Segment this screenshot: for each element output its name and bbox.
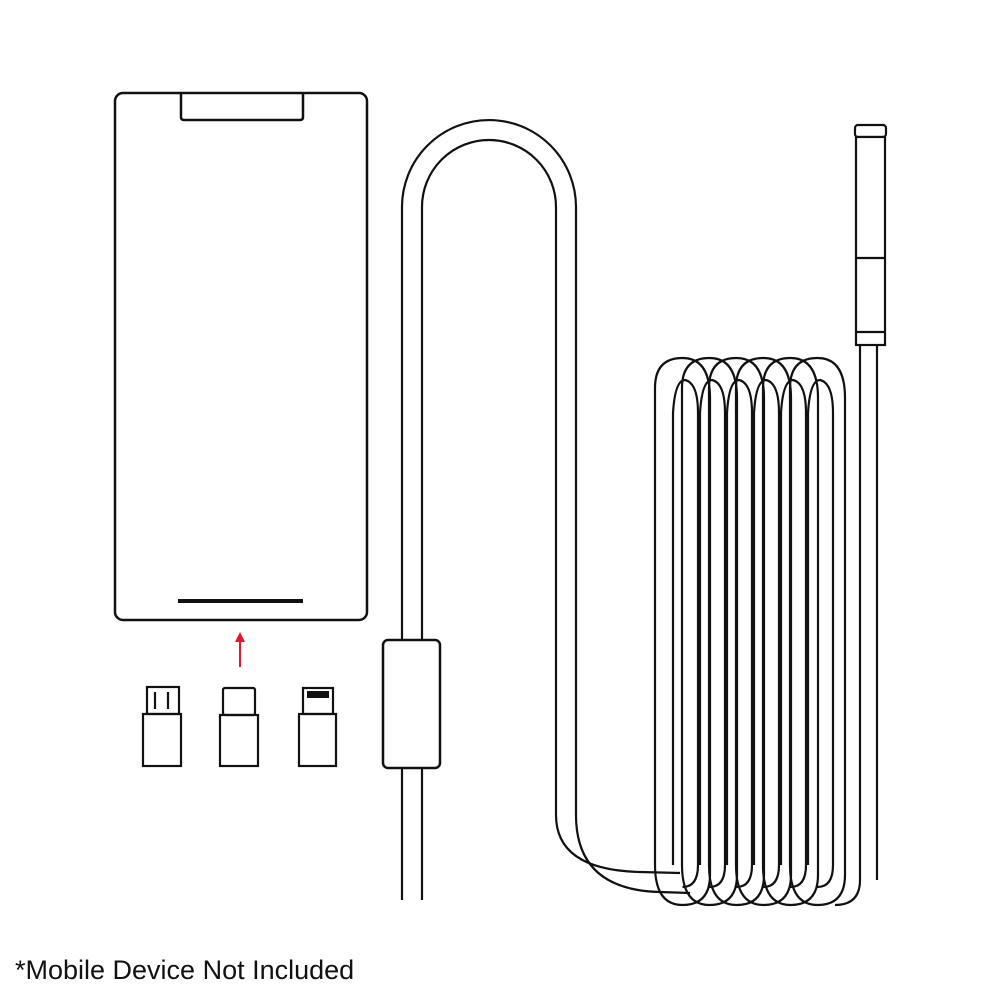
cable — [381, 118, 691, 900]
cable-module-box — [381, 638, 442, 770]
usb-c-adapter — [218, 686, 260, 768]
coil-loop-inner — [779, 378, 808, 889]
camera-probe — [834, 123, 888, 907]
coil-loop-inner — [752, 378, 781, 889]
coil-loop-inner — [671, 378, 700, 889]
micro-usb-adapter — [141, 685, 183, 768]
phone-notch — [179, 93, 305, 122]
coil-loop — [788, 356, 847, 907]
coil-loop — [761, 356, 820, 907]
disclaimer-caption: *Mobile Device Not Included — [15, 955, 355, 985]
mobile-phone — [113, 91, 369, 622]
cable-coil — [653, 356, 847, 907]
coil-loop-inner — [698, 378, 727, 889]
lightning-adapter — [297, 686, 338, 768]
phone-home-bar — [178, 599, 303, 603]
coil-loop-inner — [806, 378, 835, 889]
coil-loop-inner — [725, 378, 754, 889]
arrow-up-icon — [235, 632, 245, 667]
